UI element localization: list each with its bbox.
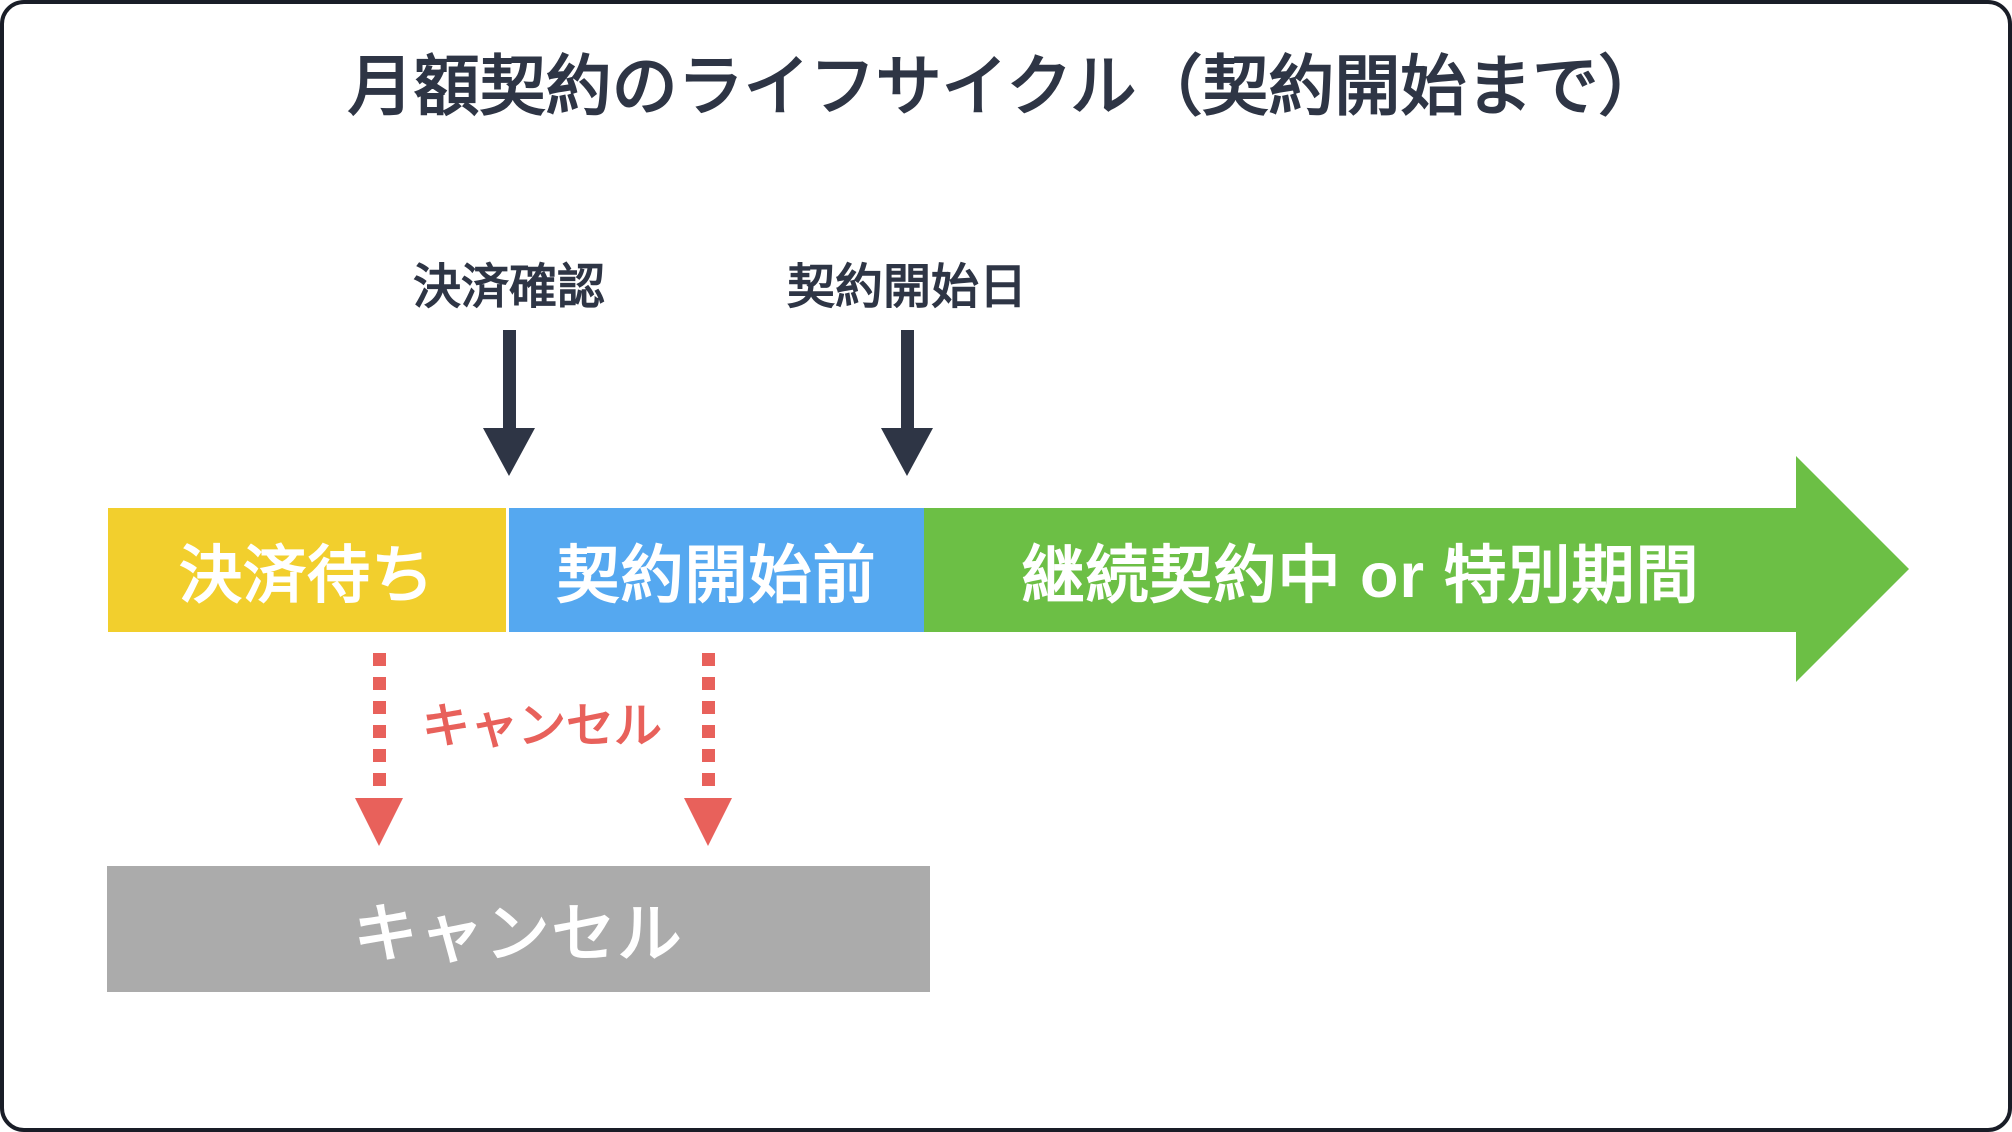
marker-payment-confirmation-label: 決済確認 bbox=[412, 261, 606, 314]
segment-before-contract-start-label: 契約開始前 bbox=[556, 540, 877, 611]
down-arrow-head bbox=[880, 428, 933, 476]
timeline-right-arrowhead bbox=[1796, 456, 1909, 682]
cancel-arrow-label: キャンセル bbox=[421, 700, 663, 753]
down-arrow-shaft bbox=[900, 330, 914, 428]
cancel-arrow-from-awaiting-payment bbox=[355, 653, 403, 846]
down-arrow-head bbox=[355, 798, 403, 846]
marker-contract-start-date-label: 契約開始日 bbox=[786, 261, 1028, 314]
dashed-line bbox=[372, 653, 386, 790]
cancel-arrow-from-before-start bbox=[684, 653, 732, 846]
marker-contract-start-date: 契約開始日 bbox=[787, 264, 1027, 476]
dashed-line bbox=[701, 653, 715, 790]
marker-payment-confirmation: 決済確認 bbox=[413, 264, 605, 476]
cancel-state-bar: キャンセル bbox=[107, 866, 930, 992]
timeline-segment-active-or-special: 継続契約中 or 特別期間 bbox=[924, 508, 1797, 632]
down-arrow-shaft bbox=[502, 330, 516, 428]
segment-active-or-special-label: 継続契約中 or 特別期間 bbox=[1021, 540, 1700, 611]
segment-awaiting-payment-label: 決済待ち bbox=[179, 540, 435, 611]
down-arrow-head bbox=[482, 428, 535, 476]
timeline-segment-before-contract-start: 契約開始前 bbox=[509, 508, 924, 632]
diagram-title: 月額契約のライフサイクル（契約開始まで） bbox=[347, 49, 1665, 123]
cancel-state-label: キャンセル bbox=[353, 898, 684, 970]
timeline-segment-awaiting-payment: 決済待ち bbox=[108, 508, 506, 632]
down-arrow-head bbox=[684, 798, 732, 846]
